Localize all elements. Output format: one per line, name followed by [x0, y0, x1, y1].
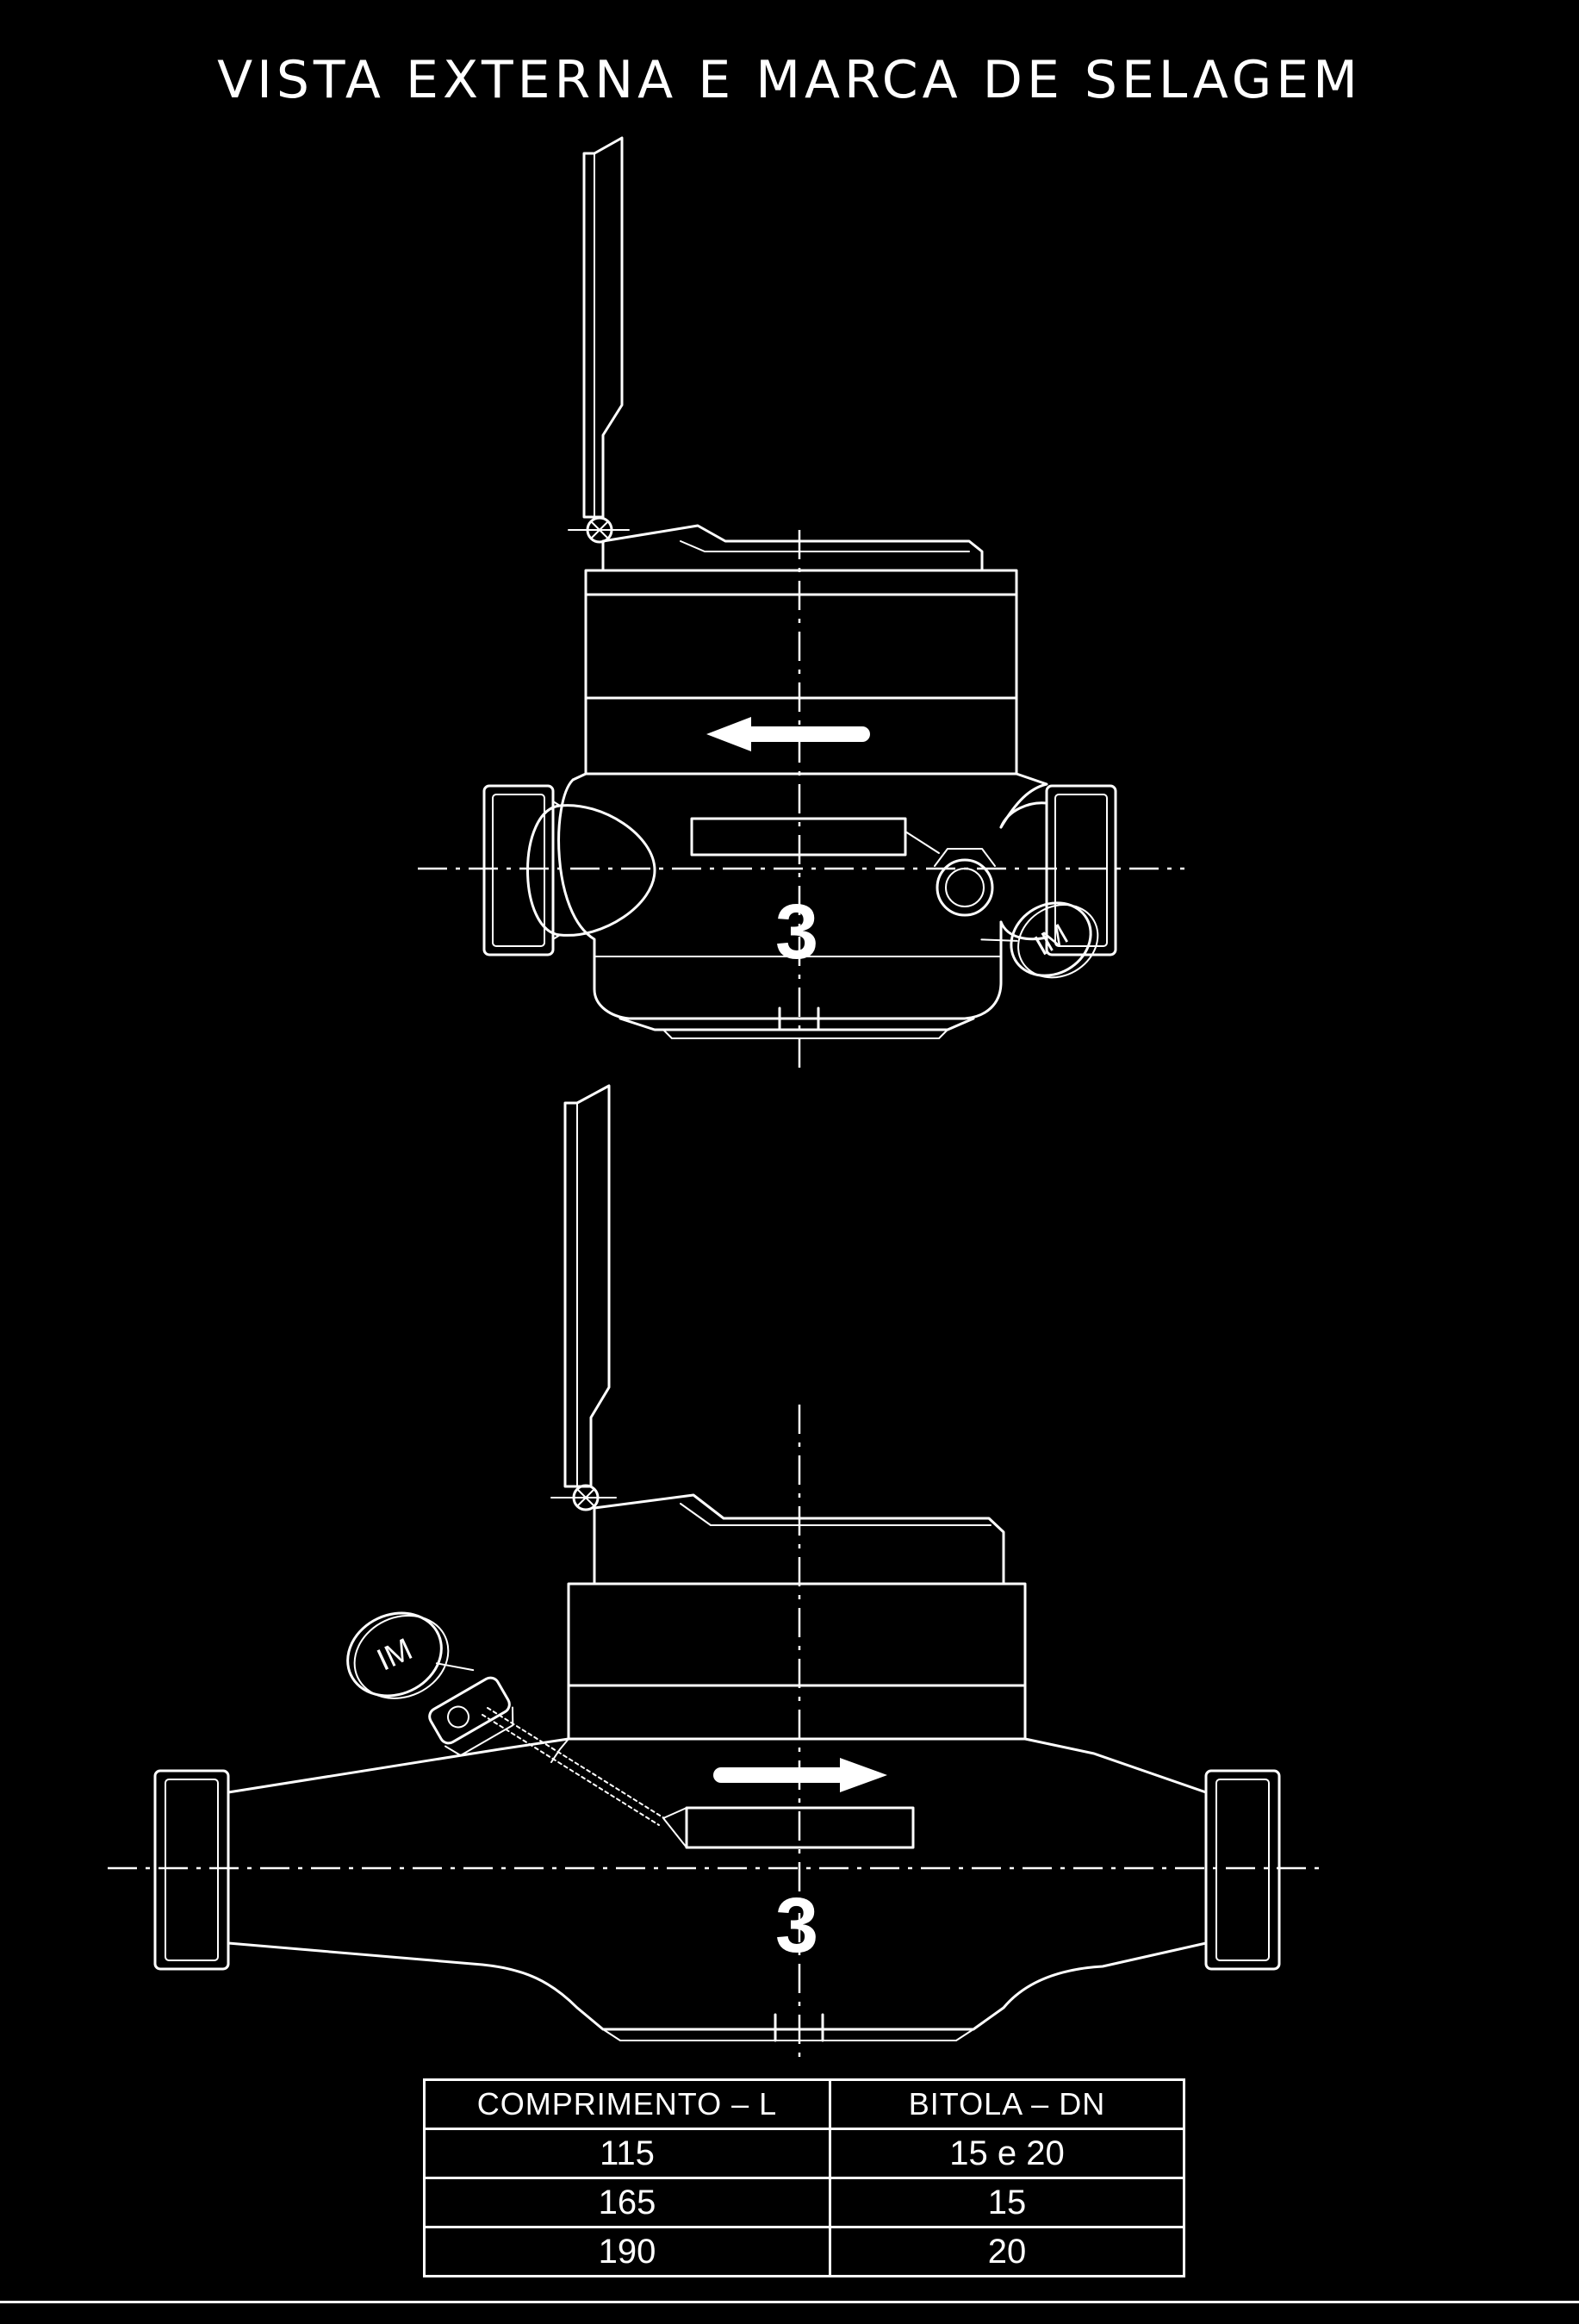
bottom-meter-view: 3 IM	[108, 1084, 1322, 2064]
lid-hinge-icon	[586, 516, 613, 544]
top-lid	[568, 136, 630, 544]
bottom-register	[567, 1493, 1027, 1741]
bottom-meter-number: 3	[775, 1883, 818, 1969]
bottom-right-outlet-connector	[1204, 1769, 1281, 1971]
bottom-left-inlet-connector	[153, 1769, 230, 1971]
top-register	[584, 524, 1018, 776]
table-cell-gauge: 15	[829, 2177, 1185, 2228]
table-header-length: COMPRIMENTO – L	[423, 2078, 831, 2130]
top-meter-number: 3	[775, 889, 818, 975]
page-title: VISTA EXTERNA E MARCA DE SELAGEM	[217, 50, 1362, 110]
table-cell-length: 165	[423, 2177, 831, 2228]
bottom-nameplate	[662, 1806, 915, 1849]
spec-table: COMPRIMENTO – L BITOLA – DN 115 15 e 20 …	[423, 2078, 1185, 2277]
top-flow-arrow-icon	[706, 717, 870, 751]
bottom-divider	[0, 2301, 1579, 2303]
table-row: 165 15	[423, 2177, 1185, 2228]
table-cell-length: 115	[423, 2128, 831, 2179]
table-header-gauge: BITOLA – DN	[829, 2078, 1185, 2130]
top-meter-view: 3 IM	[418, 136, 1184, 1073]
bottom-meter-body	[227, 1737, 1208, 2042]
bottom-lid-hinge-icon	[572, 1484, 600, 1511]
bottom-seal-clamp-icon	[428, 1676, 514, 1757]
table-row: 115 15 e 20	[423, 2128, 1185, 2179]
bottom-seal-mark: IM	[371, 1631, 418, 1678]
table-row: 190 20	[423, 2226, 1185, 2277]
table-cell-gauge: 20	[829, 2226, 1185, 2277]
top-seal-screw-icon	[934, 848, 996, 917]
bottom-flow-arrow-icon	[713, 1758, 887, 1792]
bottom-lid	[550, 1084, 617, 1511]
top-left-inlet-connector	[482, 784, 656, 956]
top-right-outlet-connector	[999, 784, 1117, 956]
table-cell-gauge: 15 e 20	[829, 2128, 1185, 2179]
bottom-seal-wire	[482, 1714, 660, 1826]
table-cell-length: 190	[423, 2226, 831, 2277]
table-header-row: COMPRIMENTO – L BITOLA – DN	[423, 2078, 1185, 2130]
